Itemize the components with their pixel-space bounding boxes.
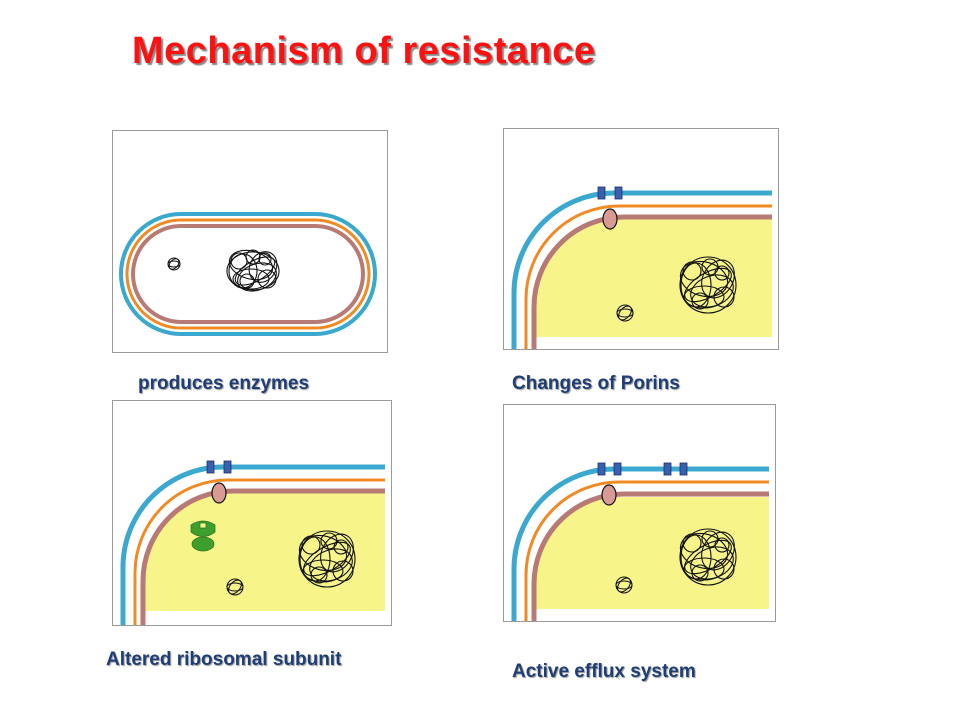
efflux-pump [663,462,672,476]
plasmid [167,257,181,271]
middle-layer [133,478,385,625]
porin [211,482,227,504]
dna-cluster [226,249,280,292]
caption-efflux: Active efflux system [512,661,696,682]
cytoplasm [534,497,769,609]
ribosome-cell-diagram [120,460,385,625]
outer-membrane [119,212,377,336]
altered-ribosome [190,520,216,552]
efflux-pump [679,462,688,476]
porin [601,484,617,506]
panel-porins [503,128,779,350]
middle-layer [125,218,371,330]
middle-layer [524,480,769,621]
channel-protein [614,186,623,200]
panel-ribosome [112,400,392,626]
efflux-cell-diagram [511,462,769,621]
caption-enzymes: produces enzymes [138,373,310,394]
enzymes-cell-diagram [119,212,377,336]
middle-layer [524,204,772,349]
porin [602,208,618,230]
dna-cluster [679,256,737,314]
porins-cell-diagram [511,186,772,349]
channel-protein [597,186,606,200]
channel-protein [613,462,622,476]
dna-cluster [298,530,356,588]
caption-ribosome: Altered ribosomal subunit [106,649,342,670]
channel-protein [597,462,606,476]
ribosome-large-subunit [190,520,216,537]
caption-porins: Changes of Porins [512,373,680,394]
panel-enzymes [112,130,388,353]
panel-efflux [503,404,776,622]
channel-protein [223,460,232,474]
slide-title: Mechanism of resistance [132,30,596,72]
channel-protein [206,460,215,474]
dna-cluster [679,528,737,586]
plasmid [226,578,244,596]
ribosome-small-subunit [191,536,215,552]
plasmid [615,576,633,594]
plasmid [616,304,634,322]
